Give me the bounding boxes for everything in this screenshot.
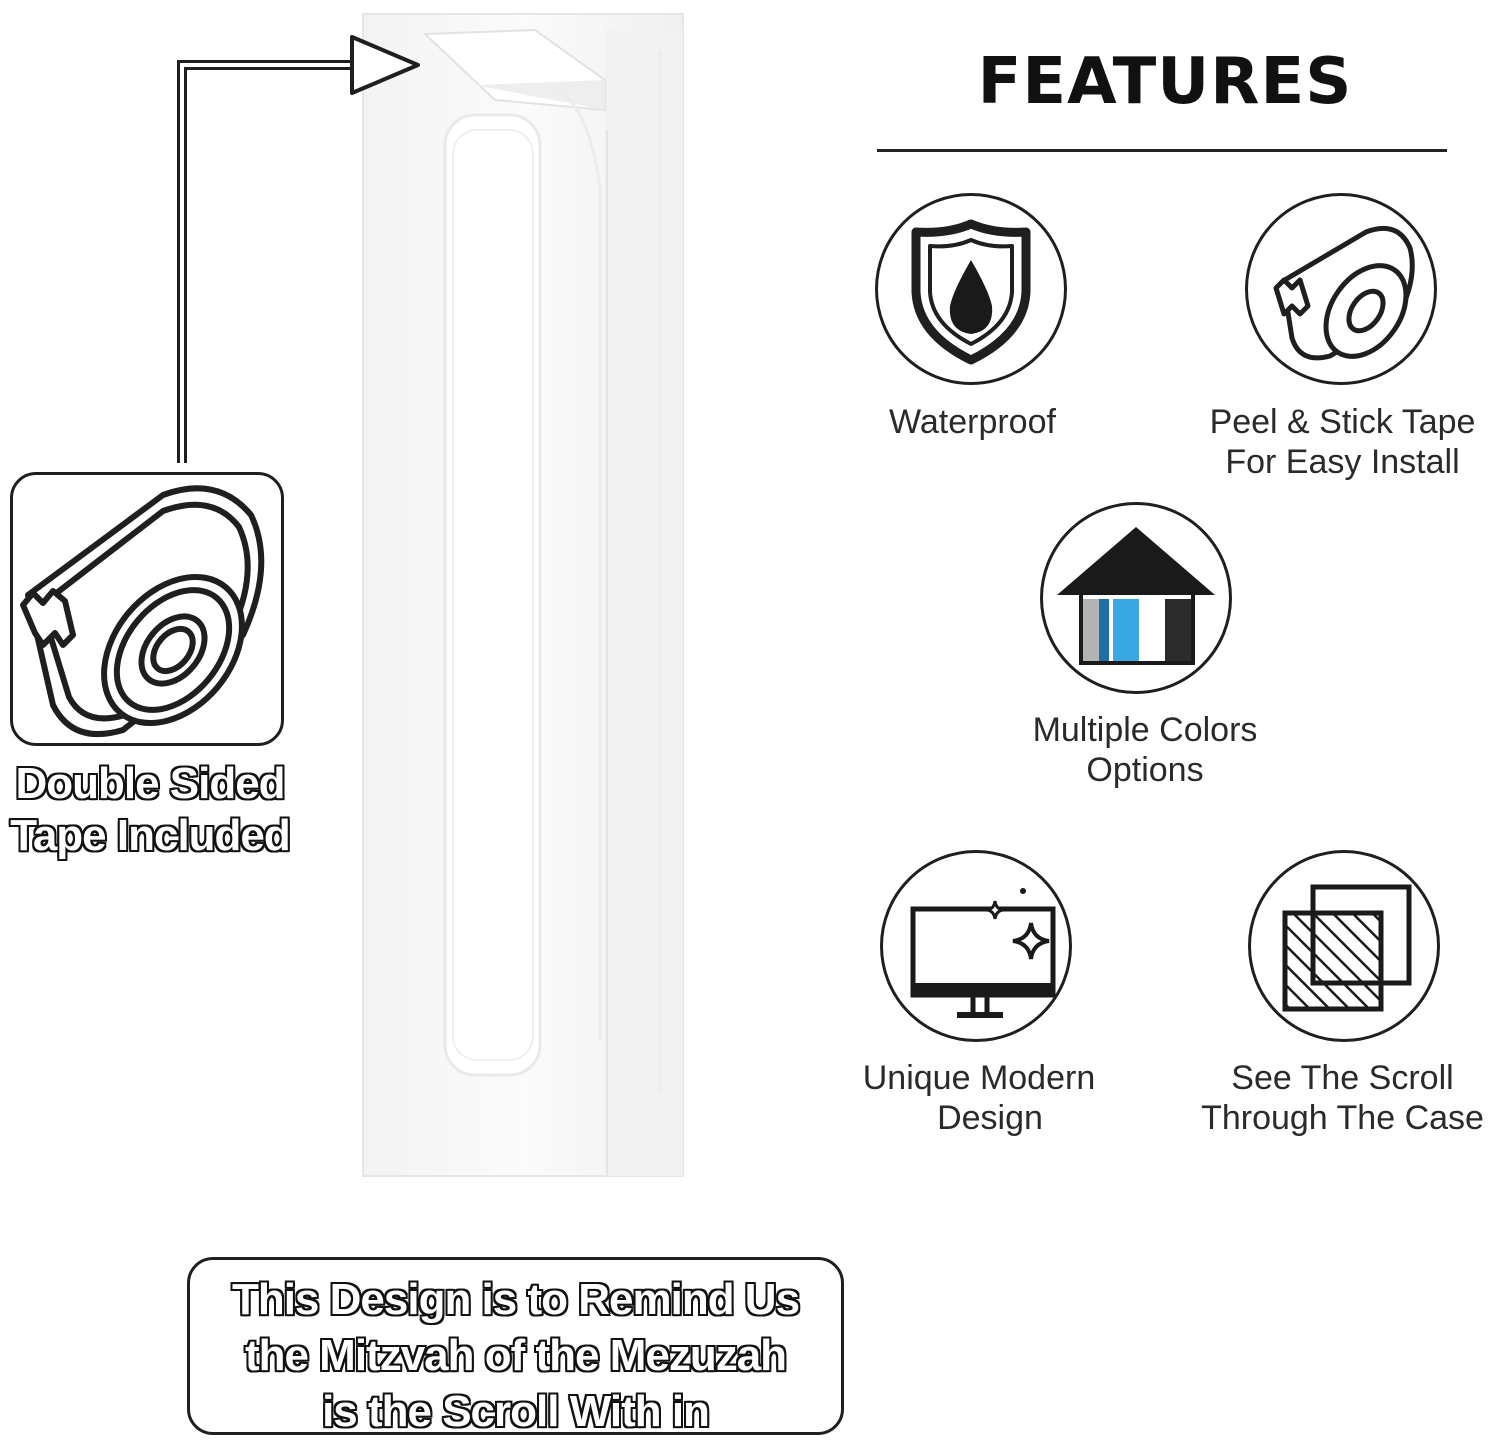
feature-see-scroll bbox=[1248, 850, 1440, 1042]
feature-label-line1: Peel & Stick Tape bbox=[1209, 403, 1476, 441]
color-swatch bbox=[1113, 599, 1139, 661]
feature-label-line1: Waterproof bbox=[889, 403, 1056, 441]
feature-label-line2: For Easy Install bbox=[1225, 443, 1460, 481]
feature-label-line1: Unique Modern bbox=[865, 1059, 1096, 1097]
feature-label-line1: Multiple Colors bbox=[1032, 711, 1258, 749]
features-divider bbox=[877, 149, 1447, 152]
color-swatch bbox=[1099, 599, 1109, 661]
message-box bbox=[187, 1257, 844, 1435]
tape-caption-line1: Double Sided bbox=[15, 759, 285, 808]
message-line1: This Design is to Remind Us bbox=[231, 1275, 800, 1324]
house-colors-icon bbox=[1057, 527, 1215, 665]
feature-modern-design-label: Unique Modern Design bbox=[865, 1058, 1115, 1138]
feature-waterproof bbox=[875, 193, 1067, 385]
feature-multiple-colors-label: Multiple Colors Options bbox=[1000, 710, 1290, 790]
message-line3: is the Scroll With in bbox=[322, 1387, 710, 1436]
waterproof-shield-drop-icon bbox=[911, 219, 1031, 365]
tape-roll-icon bbox=[1273, 226, 1415, 361]
feature-waterproof-label: Waterproof bbox=[865, 402, 1080, 442]
color-swatch bbox=[1139, 599, 1165, 661]
feature-multiple-colors bbox=[1040, 502, 1232, 694]
feature-peel-stick bbox=[1245, 193, 1437, 385]
feature-label-line1: See The Scroll bbox=[1231, 1059, 1454, 1097]
tape-roll-icon bbox=[20, 485, 265, 738]
feature-peel-stick-label: Peel & Stick Tape For Easy Install bbox=[1185, 402, 1500, 482]
message-line2: the Mitzvah of the Mezuzah bbox=[244, 1331, 787, 1380]
double-sided-tape-badge bbox=[10, 472, 284, 746]
feature-label-line2: Through The Case bbox=[1201, 1099, 1484, 1137]
tape-caption-line2: Tape Included bbox=[10, 811, 291, 860]
feature-label-line2: Design bbox=[937, 1099, 1043, 1137]
message-text: This Design is to Remind Us the Mitzvah … bbox=[187, 1272, 844, 1440]
feature-see-scroll-label: See The Scroll Through The Case bbox=[1185, 1058, 1500, 1138]
feature-label-line2: Options bbox=[1086, 751, 1204, 789]
tape-caption: Double Sided Tape Included bbox=[0, 758, 300, 862]
monitor-sparkle-icon bbox=[910, 888, 1056, 1018]
features-title: FEATURES bbox=[977, 45, 1353, 119]
pointer-arrow bbox=[177, 35, 420, 463]
color-swatch bbox=[1083, 599, 1099, 661]
feature-modern-design bbox=[880, 850, 1072, 1042]
overlapping-squares-icon bbox=[1282, 884, 1412, 1012]
color-swatch bbox=[1165, 599, 1191, 661]
mezuzah-case-image bbox=[362, 13, 684, 1177]
